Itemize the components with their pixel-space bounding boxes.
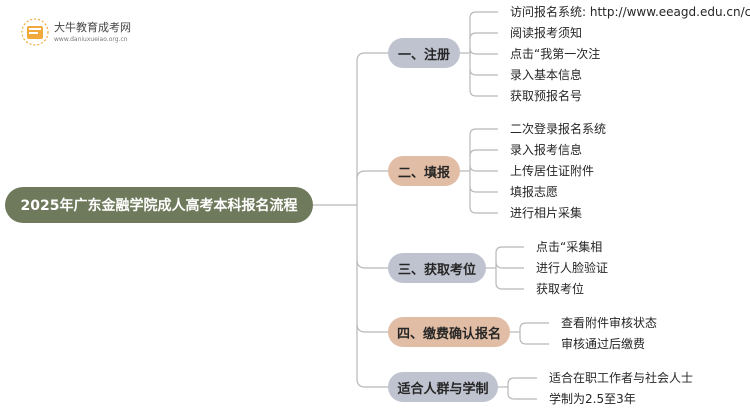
leaf-connector	[469, 206, 498, 214]
leaf-item: 访问报名系统: http://www.eeagd.edu.cn/cr	[510, 5, 750, 19]
leaf-item: 适合在职工作者与社会人士	[549, 371, 694, 385]
leaf-connector	[469, 149, 498, 157]
branch-get-seat: 三、获取考位	[388, 253, 486, 283]
leaf-item: 二次登录报名系统	[510, 122, 607, 136]
leaf-item: 进行相片采集	[510, 206, 583, 220]
leaf-connector	[495, 282, 524, 290]
branch-register: 一、注册	[388, 38, 460, 68]
site-logo: 大牛教育成考网 www.daniuxueiao.org.cn	[18, 15, 148, 49]
branch-fill-in: 二、填报	[388, 156, 460, 186]
leaf-connector	[519, 322, 549, 330]
leaf-connector	[469, 89, 498, 97]
leaf-connector	[469, 185, 498, 193]
leaf-connector	[469, 164, 498, 172]
leaf-item: 填报志愿	[510, 185, 559, 199]
leaf-item: 点击“我第一次注	[510, 47, 601, 61]
leaf-connector	[495, 261, 524, 269]
branch-payment: 四、缴费确认报名	[388, 317, 510, 347]
logo-url: www.daniuxueiao.org.cn	[54, 36, 128, 43]
logo-book-icon	[21, 18, 49, 46]
leaf-connector	[507, 392, 537, 400]
leaf-connector	[469, 128, 498, 136]
root-node: 2025年广东金融学院成人高考本科报名流程	[5, 187, 313, 223]
logo-title: 大牛教育成考网	[54, 21, 131, 34]
leaf-item: 上传居住证附件	[510, 164, 595, 178]
leaf-connector	[469, 32, 498, 40]
leaf-item: 审核通过后缴费	[561, 337, 646, 351]
leaf-connector	[469, 68, 498, 76]
branch-connector	[356, 170, 388, 180]
leaf-item: 录入报考信息	[510, 143, 583, 157]
leaf-connector	[495, 246, 524, 254]
leaf-item: 阅读报考须知	[510, 26, 583, 40]
leaf-item: 进行人脸验证	[536, 261, 609, 275]
branch-connector	[356, 52, 388, 62]
leaf-connector	[507, 377, 537, 385]
leaf-connector	[469, 11, 498, 19]
leaf-connector	[469, 47, 498, 55]
branch-connector	[356, 259, 388, 269]
branch-connector	[356, 378, 388, 388]
leaf-item: 获取考位	[536, 282, 585, 296]
leaf-item: 学制为2.5至3年	[549, 392, 636, 406]
branch-audience: 适合人群与学制	[388, 372, 498, 402]
leaf-item: 查看附件审核状态	[561, 316, 658, 330]
leaf-item: 录入基本信息	[510, 68, 583, 82]
leaf-item: 点击“采集相	[536, 240, 603, 254]
leaf-connector	[519, 337, 549, 345]
leaf-item: 获取预报名号	[510, 89, 583, 103]
branch-connector	[356, 323, 388, 333]
